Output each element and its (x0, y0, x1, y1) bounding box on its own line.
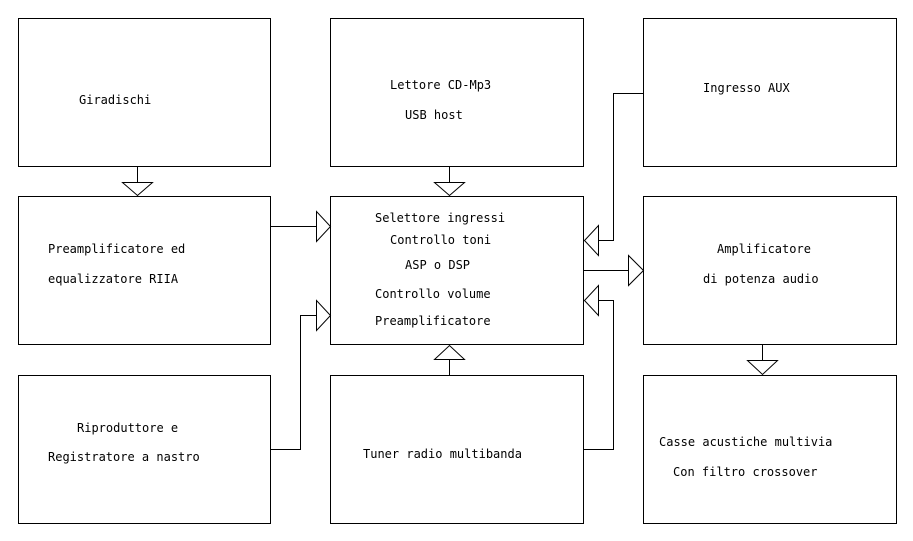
potenza-audio-label: di potenza audio (703, 272, 819, 286)
connector-registratore-to-selettore (271, 299, 332, 450)
preamplificatore-riia-block (18, 196, 271, 345)
connector-tuner-to-selettore (433, 344, 466, 375)
amplificatore-label: Amplificatore (717, 242, 811, 256)
lettore-cd-label: Lettore CD-Mp3 (390, 78, 491, 92)
registratore-block (18, 375, 271, 524)
tuner-label: Tuner radio multibanda (363, 447, 522, 461)
registratore-label: Registratore a nastro (48, 450, 200, 464)
lettore-cd-block (330, 18, 584, 167)
asp-dsp-label: ASP o DSP (405, 258, 470, 272)
amplificatore-block (643, 196, 897, 345)
selettore-ingressi-block (330, 196, 584, 345)
connector-preamp-to-selettore (271, 210, 332, 243)
selettore-ingressi-label: Selettore ingressi (375, 211, 505, 225)
tuner-block (330, 375, 584, 524)
controllo-toni-label: Controllo toni (390, 233, 491, 247)
giradischi-label: Giradischi (79, 93, 151, 107)
casse-acustiche-label: Casse acustiche multivia (659, 435, 832, 449)
controllo-volume-label: Controllo volume (375, 287, 491, 301)
connector-lettore-to-selettore (433, 167, 466, 197)
usb-host-label: USB host (405, 108, 463, 122)
preamplificatore-label: Preamplificatore ed (48, 242, 185, 256)
equalizzatore-label: equalizzatore RIIA (48, 272, 179, 286)
connector-amplificatore-to-casse (746, 345, 779, 376)
ingresso-aux-label: Ingresso AUX (703, 81, 790, 95)
connector-tuner-output-to-selettore (583, 284, 614, 450)
casse-acustiche-block (643, 375, 897, 524)
riproduttore-label: Riproduttore e (77, 421, 178, 435)
ingresso-aux-block (643, 18, 897, 167)
preamplificatore-selettore-label: Preamplificatore (375, 314, 491, 328)
connector-aux-to-selettore (583, 93, 643, 257)
filtro-crossover-label: Con filtro crossover (673, 465, 818, 479)
connector-selettore-to-amplificatore (584, 254, 645, 287)
giradischi-block (18, 18, 271, 167)
connector-giradischi-to-preamp (121, 167, 154, 197)
